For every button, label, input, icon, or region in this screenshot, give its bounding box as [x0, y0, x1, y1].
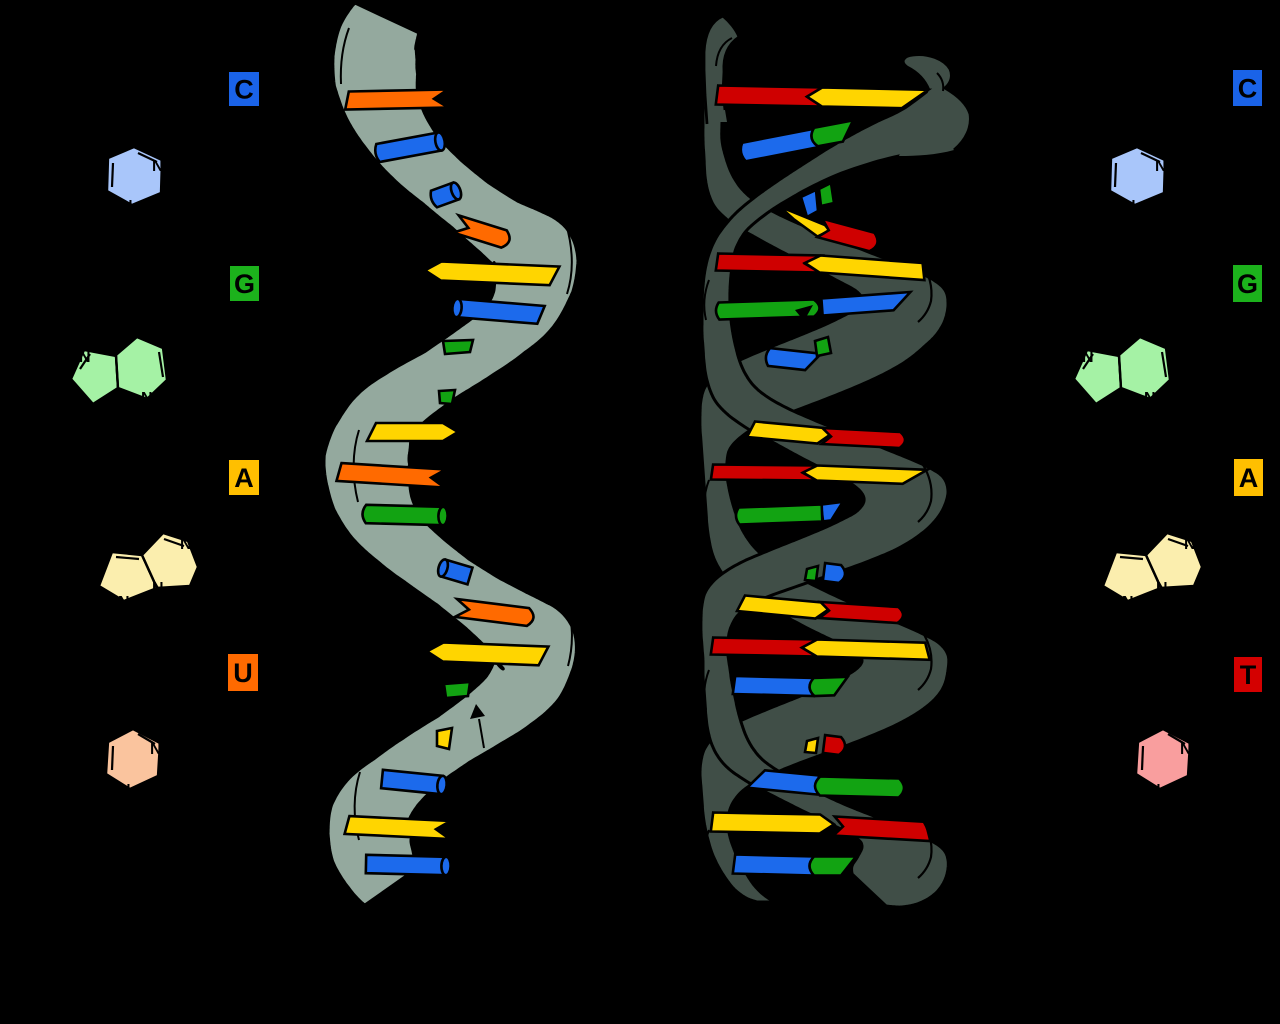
- svg-text:N: N: [121, 198, 133, 215]
- svg-text:N: N: [152, 158, 164, 175]
- svg-text:N: N: [1149, 782, 1161, 799]
- svg-text:N: N: [150, 741, 162, 758]
- svg-text:N: N: [1122, 594, 1134, 611]
- svg-text:U: U: [233, 658, 253, 688]
- svg-text:N: N: [1124, 198, 1136, 215]
- svg-text:G: G: [1237, 269, 1258, 299]
- svg-text:N: N: [1144, 390, 1156, 407]
- svg-text:A: A: [1239, 463, 1259, 493]
- svg-text:N: N: [1180, 741, 1192, 758]
- svg-text:C: C: [1238, 74, 1258, 104]
- svg-text:N: N: [119, 782, 131, 799]
- svg-text:N: N: [141, 390, 153, 407]
- svg-text:N: N: [1110, 540, 1122, 557]
- svg-text:N: N: [152, 580, 164, 597]
- svg-text:N: N: [1119, 397, 1131, 414]
- svg-text:N: N: [1082, 349, 1094, 366]
- svg-text:A: A: [234, 463, 254, 493]
- svg-text:N: N: [118, 594, 130, 611]
- svg-text:N: N: [1184, 536, 1196, 553]
- svg-text:C: C: [234, 75, 254, 105]
- svg-text:N: N: [1156, 580, 1168, 597]
- svg-text:G: G: [234, 269, 255, 299]
- svg-text:N: N: [116, 397, 128, 414]
- svg-text:N: N: [180, 536, 192, 553]
- svg-text:N: N: [1155, 158, 1167, 175]
- svg-text:N: N: [106, 540, 118, 557]
- svg-text:T: T: [1240, 660, 1257, 690]
- svg-text:N: N: [79, 349, 91, 366]
